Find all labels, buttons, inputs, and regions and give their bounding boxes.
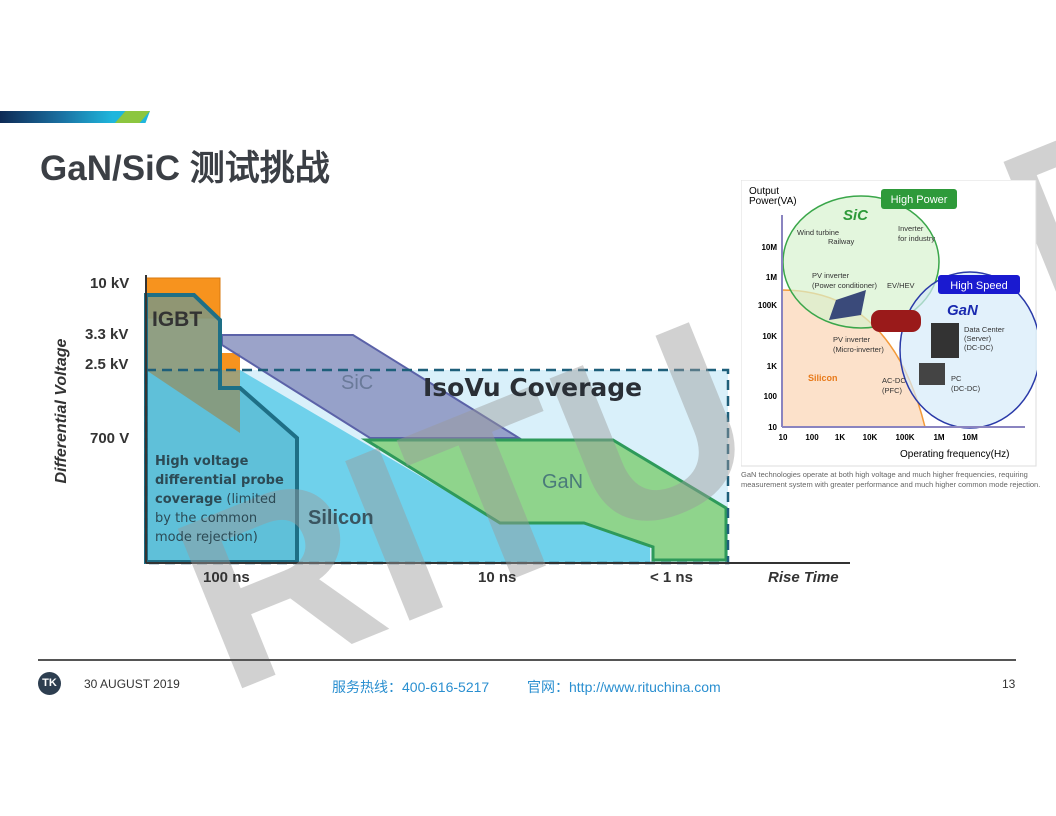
footer-divider (38, 659, 1016, 661)
x-tick-100ns: 100 ns (203, 569, 250, 586)
svg-text:Inverter: Inverter (898, 224, 924, 233)
y-axis-title: Differential Voltage (53, 338, 70, 484)
svg-text:1M: 1M (933, 433, 944, 442)
header-accent-bar (0, 111, 150, 123)
svg-text:AC-DC: AC-DC (882, 376, 906, 385)
igbt-orange-small (220, 353, 240, 373)
hv-probe-note: High voltage differential probe coverage… (155, 452, 295, 547)
y-tick-10kv: 10 kV (90, 275, 130, 292)
svg-text:10K: 10K (863, 433, 878, 442)
svg-text:Operating frequency(Hz): Operating frequency(Hz) (900, 449, 1010, 460)
footer-website-link[interactable]: 官网：http://www.rituchina.com (527, 679, 721, 695)
page-title: GaN/SiC 测试挑战 (40, 149, 330, 188)
footer-hotline: 服务热线：400-616-5217 (332, 679, 490, 695)
svg-text:(PFC): (PFC) (882, 386, 902, 395)
svg-text:Railway: Railway (828, 237, 855, 246)
svg-text:Data Center: Data Center (964, 325, 1005, 334)
svg-text:10M: 10M (962, 433, 978, 442)
svg-text:(Server): (Server) (964, 334, 992, 343)
svg-text:100K: 100K (895, 433, 914, 442)
y-tick-2-5kv: 2.5 kV (85, 356, 129, 373)
svg-text:100: 100 (805, 433, 819, 442)
svg-text:100K: 100K (758, 301, 777, 310)
svg-text:for industry: for industry (898, 234, 935, 243)
svg-text:(DC-DC): (DC-DC) (964, 343, 994, 352)
laptop-image (919, 363, 945, 385)
x-tick-1ns: < 1 ns (650, 569, 693, 586)
inset-silicon-area (782, 290, 925, 427)
svg-text:High Power: High Power (891, 194, 948, 206)
company-logo: TK (38, 672, 61, 695)
footer-date: 30 AUGUST 2019 (84, 677, 180, 691)
car-image (871, 310, 921, 332)
note-rest: (limited by the common mode rejection) (155, 492, 277, 545)
gan-region (360, 438, 728, 562)
svg-text:10: 10 (768, 423, 777, 432)
svg-text:Power(VA): Power(VA) (749, 196, 797, 207)
high-power-badge (881, 189, 957, 209)
svg-text:High Speed: High Speed (950, 280, 1008, 292)
svg-text:Output: Output (749, 186, 779, 197)
svg-text:(Micro-inverter): (Micro-inverter) (833, 345, 884, 354)
gan-label: GaN (542, 471, 584, 493)
sic-label: SiC (341, 372, 374, 394)
igbt-region (146, 295, 240, 433)
inset-chart: High Power High Speed Output Power(VA) S… (741, 180, 1037, 467)
svg-text:SiC: SiC (843, 207, 869, 224)
svg-text:1K: 1K (767, 362, 777, 371)
server-image (931, 323, 959, 358)
svg-text:1M: 1M (766, 273, 777, 282)
svg-text:EV/HEV: EV/HEV (887, 281, 915, 290)
high-speed-badge (938, 275, 1020, 294)
svg-text:PV inverter: PV inverter (833, 335, 871, 344)
y-tick-3-3kv: 3.3 kV (85, 326, 129, 343)
solar-panel-image (829, 290, 866, 320)
svg-text:PC: PC (951, 374, 962, 383)
header-accent-green (115, 111, 150, 123)
note-bold: High voltage differential probe coverage (155, 454, 284, 507)
svg-text:GaN: GaN (947, 302, 979, 319)
svg-text:(Power conditioner): (Power conditioner) (812, 281, 878, 290)
svg-text:10M: 10M (761, 243, 777, 252)
igbt-label: IGBT (152, 308, 203, 331)
svg-text:PV inverter: PV inverter (812, 271, 850, 280)
svg-text:10K: 10K (762, 332, 777, 341)
x-tick-10ns: 10 ns (478, 569, 517, 586)
svg-text:Silicon: Silicon (808, 373, 838, 383)
svg-text:(DC-DC): (DC-DC) (951, 384, 981, 393)
svg-text:1K: 1K (835, 433, 845, 442)
silicon-label: Silicon (308, 507, 374, 529)
svg-text:Wind turbine: Wind turbine (797, 228, 839, 237)
svg-text:100: 100 (764, 392, 778, 401)
svg-text:10: 10 (779, 433, 788, 442)
x-axis-title: Rise Time (768, 569, 839, 586)
page-number: 13 (1002, 677, 1016, 691)
inset-caption: GaN technologies operate at both high vo… (741, 470, 1041, 489)
isovu-coverage-label: IsoVu Coverage (423, 373, 643, 402)
y-tick-700v: 700 V (90, 430, 130, 447)
